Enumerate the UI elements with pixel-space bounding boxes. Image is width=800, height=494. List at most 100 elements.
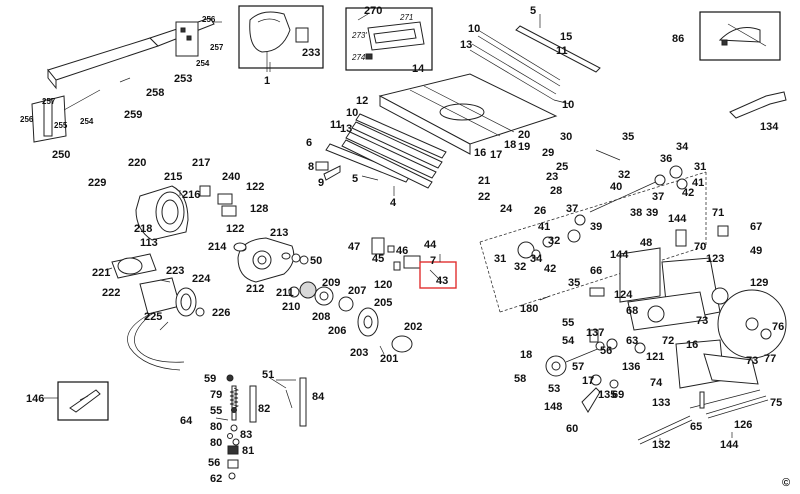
label-255: 255 [54,121,68,130]
label-137: 137 [586,327,604,339]
label-15: 15 [560,31,572,43]
label-82: 82 [258,403,270,415]
label-22: 22 [478,191,490,203]
label-148: 148 [544,401,562,413]
label-63: 63 [626,335,638,347]
label-124: 124 [614,289,633,301]
label-126: 126 [734,419,752,431]
label-4: 4 [390,197,397,209]
label-34a: 34 [676,141,689,153]
label-258: 258 [146,87,164,99]
part-labels: 250 259 258 253 254 254 256 257 256 257 … [20,5,790,489]
label-205: 205 [374,297,392,309]
label-67: 67 [750,221,762,233]
label-206: 206 [328,325,346,337]
label-256a: 256 [202,15,216,24]
label-41a: 41 [692,177,704,189]
label-113: 113 [140,237,158,249]
label-121: 121 [646,351,664,363]
miter-gauge-box [699,11,781,61]
label-208: 208 [312,311,330,323]
label-221: 221 [92,267,110,279]
label-253: 253 [174,73,192,85]
label-56: 56 [600,345,612,357]
label-44: 44 [424,239,437,251]
label-250: 250 [52,149,70,161]
label-257b: 257 [42,97,56,106]
label-75: 75 [770,397,782,409]
label-146: 146 [26,393,44,405]
label-136: 136 [622,361,640,373]
label-51: 51 [262,369,274,381]
label-55b: 55 [210,405,222,417]
label-50: 50 [310,255,322,267]
label-122a: 122 [246,181,264,193]
label-5b: 5 [352,173,358,185]
label-39a: 39 [646,207,658,219]
label-30: 30 [560,131,572,143]
label-12: 12 [356,95,368,107]
label-31b: 31 [494,253,506,265]
label-212: 212 [246,283,264,295]
label-69: 69 [612,389,624,401]
label-144b: 144 [610,249,629,261]
label-80a: 80 [210,421,222,433]
label-9: 9 [318,177,324,189]
label-256b: 256 [20,115,34,124]
label-42a: 42 [682,187,694,199]
label-210: 210 [282,301,300,313]
label-218: 218 [134,223,152,235]
label-56b: 56 [208,457,220,469]
label-214: 214 [208,241,227,253]
gearbox [233,237,413,355]
label-213: 213 [270,227,288,239]
label-201: 201 [380,353,398,365]
label-180: 180 [520,303,538,315]
throat-plate-box [345,7,433,71]
label-86: 86 [672,33,684,45]
label-65: 65 [690,421,702,433]
label-47: 47 [348,241,360,253]
label-271: 271 [399,13,413,22]
label-48: 48 [640,237,652,249]
label-73b: 73 [746,355,758,367]
label-203: 203 [350,347,368,359]
label-71: 71 [712,207,724,219]
label-40: 40 [610,181,622,193]
label-54: 54 [562,335,575,347]
label-32b: 32 [548,235,560,247]
label-42b: 42 [544,263,556,275]
label-7: 7 [430,255,436,267]
label-62: 62 [210,473,222,485]
label-10c: 10 [346,107,358,119]
label-8: 8 [308,161,314,173]
label-223: 223 [166,265,184,277]
label-84: 84 [312,391,325,403]
label-79: 79 [210,389,222,401]
label-58: 58 [514,373,526,385]
label-37a: 37 [652,191,664,203]
label-254a: 254 [196,59,210,68]
label-209: 209 [322,277,340,289]
label-49: 49 [750,245,762,257]
side-rail-assembly [315,113,447,189]
label-133: 133 [652,397,670,409]
label-17b: 17 [582,375,594,387]
label-38: 38 [630,207,642,219]
push-stick [729,91,787,119]
label-259: 259 [124,109,142,121]
label-16: 16 [474,147,486,159]
label-123: 123 [706,253,724,265]
label-217: 217 [192,157,210,169]
label-18a: 18 [504,139,516,151]
front-rail-assembly [469,14,601,105]
table-top [378,73,558,155]
label-25: 25 [556,161,568,173]
label-37b: 37 [566,203,578,215]
leader-lines [44,22,733,444]
label-35: 35 [622,131,634,143]
label-274: 274 [351,53,366,62]
label-211: 211 [276,287,294,299]
label-207: 207 [348,285,366,297]
